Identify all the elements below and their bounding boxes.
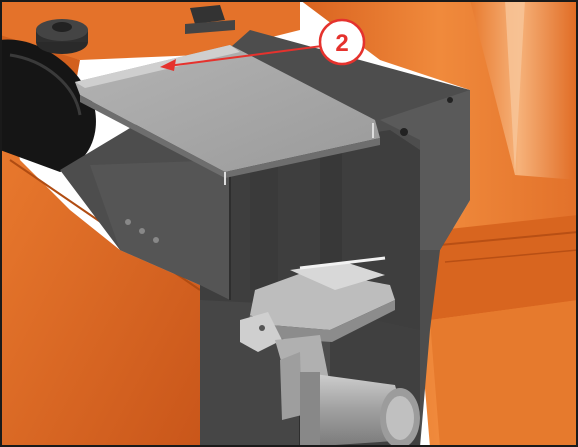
callout-leader-line xyxy=(167,45,323,67)
top-plate xyxy=(75,45,380,185)
top-bracket xyxy=(185,5,235,34)
knob xyxy=(36,19,88,54)
motor xyxy=(300,372,420,447)
callout-circle xyxy=(318,18,366,66)
callout-number: 2 xyxy=(335,30,348,57)
black-cover xyxy=(0,39,96,172)
callout-2: 2 xyxy=(160,18,366,71)
callout-arrowhead xyxy=(160,59,176,71)
right-orange-housing xyxy=(300,0,578,447)
